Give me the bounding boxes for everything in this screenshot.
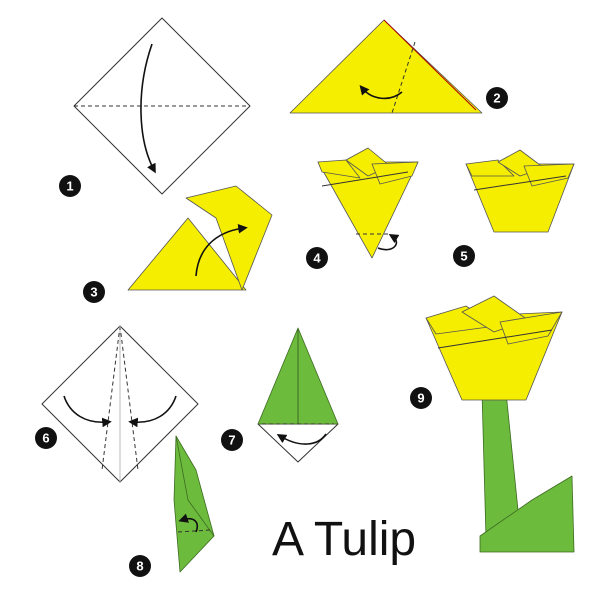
fold-arrow-icon bbox=[140, 43, 156, 174]
fold-line-dashed bbox=[101, 325, 121, 471]
paper-tip-left bbox=[317, 159, 361, 179]
fold-line-dashed bbox=[119, 325, 139, 471]
step-number: 1 bbox=[66, 179, 73, 194]
step-number: 7 bbox=[228, 433, 235, 448]
paper-edge-line bbox=[473, 175, 567, 191]
fold-arrow-icon bbox=[276, 433, 327, 445]
step-number: 6 bbox=[42, 431, 49, 446]
step-7-illustration bbox=[257, 327, 339, 463]
step-badge-3: 3 bbox=[83, 281, 105, 303]
step-number: 3 bbox=[90, 285, 97, 300]
step-1-illustration bbox=[73, 17, 251, 195]
step-badge-6: 6 bbox=[35, 427, 57, 449]
step-3-illustration bbox=[127, 185, 273, 291]
step-number: 9 bbox=[417, 391, 424, 406]
fold-line-dashed bbox=[391, 41, 416, 114]
paper-leaf-green bbox=[175, 435, 215, 537]
fold-arrow-icon bbox=[195, 224, 248, 277]
step-4-illustration bbox=[317, 147, 419, 259]
step-8-illustration bbox=[173, 435, 215, 573]
step-number: 5 bbox=[460, 249, 467, 264]
fold-arrow-icon bbox=[128, 395, 177, 428]
step-badge-5: 5 bbox=[453, 245, 475, 267]
fold-line-dashed bbox=[177, 529, 211, 533]
paper-edge-line bbox=[321, 171, 409, 187]
step-5-illustration bbox=[465, 149, 575, 233]
paper-edge-line bbox=[437, 329, 553, 349]
step-9-illustration bbox=[425, 295, 575, 553]
step-number: 4 bbox=[313, 251, 321, 266]
step-badge-9: 9 bbox=[410, 387, 432, 409]
fold-arrow-icon bbox=[377, 234, 400, 251]
step-2-illustration bbox=[289, 19, 483, 114]
step-number: 8 bbox=[136, 559, 143, 574]
diagram-title: A Tulip bbox=[272, 513, 416, 566]
step-badge-4: 4 bbox=[306, 247, 328, 269]
paper-flap-yellow bbox=[185, 185, 273, 291]
fold-arrow-icon bbox=[359, 85, 403, 100]
paper-edge-line bbox=[383, 19, 477, 111]
step-badge-2: 2 bbox=[486, 87, 508, 109]
step-number: 2 bbox=[493, 91, 500, 106]
step-badge-7: 7 bbox=[221, 429, 243, 451]
fold-arrow-icon bbox=[63, 395, 112, 428]
paper-folded-yellow bbox=[127, 217, 247, 291]
tulip-leaf bbox=[479, 475, 575, 553]
step-badge-1: 1 bbox=[59, 175, 81, 197]
fold-arrow-icon bbox=[178, 513, 198, 533]
paper-triangle-yellow bbox=[289, 19, 483, 114]
step-6-illustration bbox=[41, 325, 199, 483]
step-badge-8: 8 bbox=[129, 555, 151, 577]
